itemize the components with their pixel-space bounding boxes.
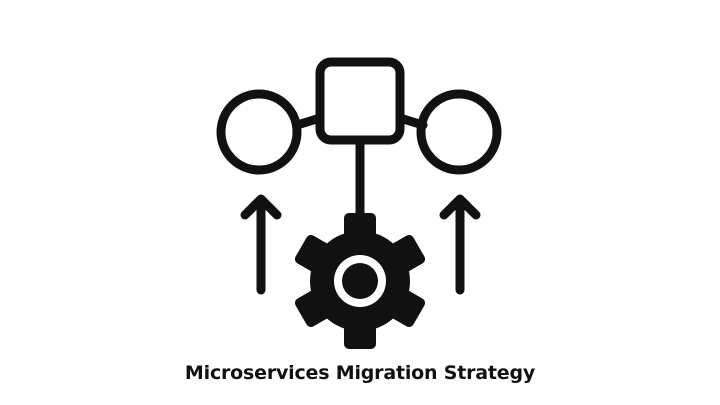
- diagram-caption: Microservices Migration Strategy: [184, 362, 536, 384]
- square-node-icon: [315, 57, 405, 145]
- arrow-up-icon: [439, 194, 481, 295]
- circle-node-icon: [216, 89, 302, 175]
- gear-icon: [294, 213, 426, 349]
- circle-node-icon: [416, 89, 502, 175]
- arrow-up-icon: [240, 194, 282, 295]
